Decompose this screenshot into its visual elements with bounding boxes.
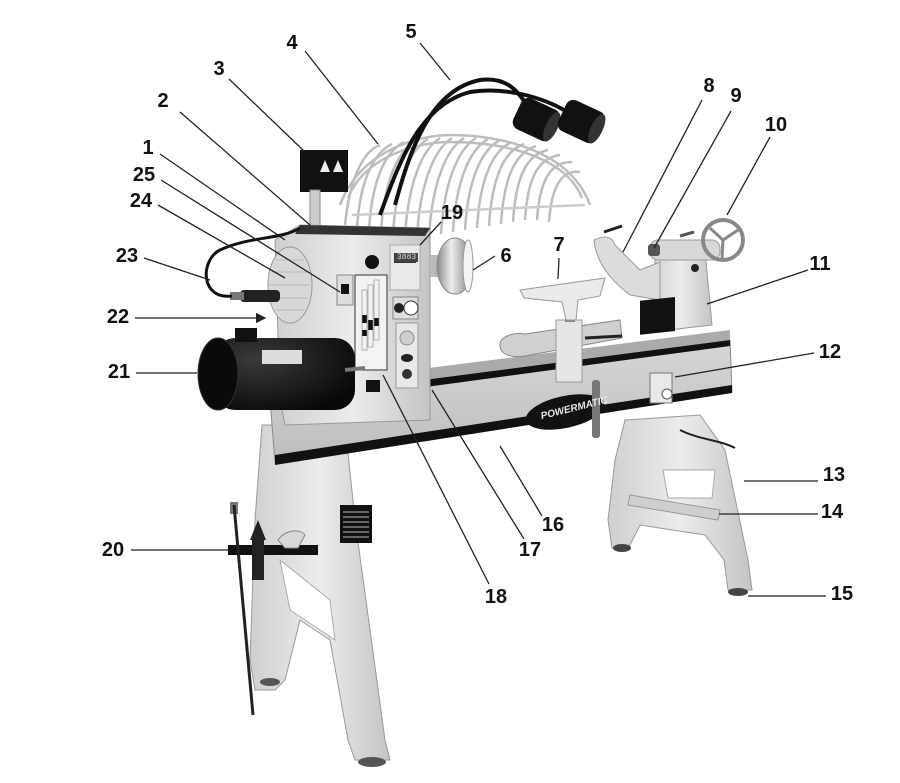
spur-center: [250, 520, 266, 540]
left-leg: [249, 424, 391, 767]
switch-box: [640, 297, 675, 404]
callout-18: 18: [484, 586, 508, 608]
callout-5: 5: [405, 21, 417, 43]
speed-knob: [365, 255, 379, 269]
callout-21: 21: [107, 361, 131, 383]
leader-lines: [131, 42, 826, 597]
callout-14: 14: [820, 501, 844, 523]
callout-12: 12: [818, 341, 842, 363]
callout-20: 20: [101, 539, 125, 561]
tool-rest-assembly: [499, 277, 623, 383]
motor: [197, 328, 366, 411]
leader-line-19: [419, 221, 442, 246]
callout-11: 11: [809, 253, 831, 275]
callout-23: 23: [115, 245, 139, 267]
leader-line-23: [143, 257, 211, 281]
leader-line-4: [304, 50, 379, 145]
spindle-lock: [341, 284, 349, 294]
callout-19: 19: [440, 202, 464, 224]
callout-9: 9: [730, 85, 742, 107]
leader-line-10: [726, 136, 771, 216]
leader-line-16: [499, 445, 543, 517]
leader-line-17: [431, 389, 525, 540]
callout-17: 17: [518, 539, 542, 561]
leader-line-6: [472, 255, 496, 271]
knockout-rod: [232, 504, 255, 716]
leader-line-11: [706, 269, 809, 305]
power-cord: [679, 429, 736, 449]
stop-button: [399, 330, 415, 346]
leader-line-25: [160, 179, 341, 293]
live-center: [648, 244, 660, 256]
tool-holder: [228, 502, 318, 716]
leader-line-7: [557, 257, 560, 280]
callout-25: 25: [132, 164, 156, 186]
cable: [204, 226, 301, 298]
leader-line-5: [419, 42, 451, 81]
banjo-lock-handle: [592, 380, 600, 438]
leader-line-3: [228, 78, 306, 153]
callout-2: 2: [157, 90, 169, 112]
leader-line-24: [157, 204, 286, 279]
leader-line-8: [622, 99, 703, 253]
leader-line-9: [653, 110, 732, 249]
callout-7: 7: [553, 234, 565, 256]
leader-line-2: [179, 111, 311, 226]
safety-cage: [338, 133, 592, 237]
light-control-box: [300, 150, 348, 231]
tool-rest: [519, 277, 606, 321]
right-leg: [607, 414, 753, 596]
work-lights: [378, 77, 606, 216]
powermatic-badge: [525, 394, 605, 430]
pressure-gauge: [403, 300, 419, 316]
shelf-bracket: [627, 494, 721, 521]
leader-line-18: [382, 374, 490, 585]
callout-13: 13: [822, 464, 846, 486]
callout-4: 4: [286, 32, 298, 54]
rpm-readout: 3883: [395, 253, 419, 262]
handwheel: [701, 218, 745, 262]
callout-6: 6: [500, 245, 512, 267]
callout-15: 15: [830, 583, 854, 605]
leader-line-1: [159, 153, 286, 241]
callout-3: 3: [213, 58, 225, 80]
callout-1: 1: [142, 137, 154, 159]
tailstock-swing-arm: [593, 236, 661, 301]
callout-10: 10: [764, 114, 788, 136]
callout-22: 22: [106, 306, 130, 328]
tailstock: [593, 218, 745, 333]
leveling-foot: [358, 757, 386, 767]
callout-8: 8: [703, 75, 715, 97]
callout-24: 24: [129, 190, 153, 212]
callout-16: 16: [541, 514, 565, 536]
leader-line-12: [674, 352, 815, 378]
